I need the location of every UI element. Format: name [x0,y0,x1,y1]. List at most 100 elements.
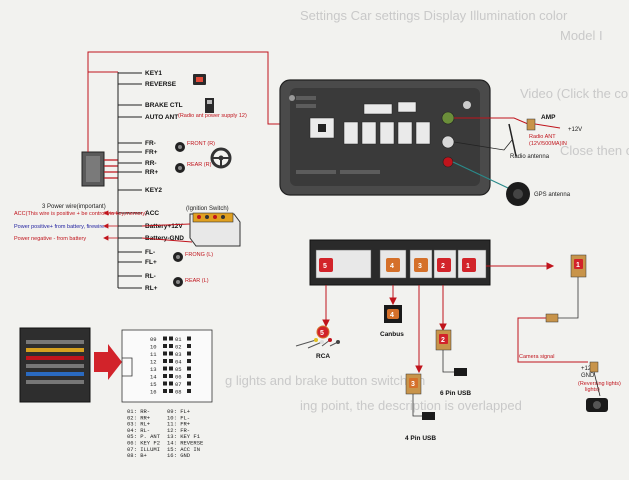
pin-hole [169,336,173,341]
pin-hole [187,389,191,393]
pin-number: 05 [175,366,182,373]
label-key2: KEY2 [145,187,162,194]
canbus-item: 4 Canbus [380,305,404,338]
pin-table-row: 01: RR- [127,408,150,415]
label-acc: ACC [145,210,159,217]
pin-hole [169,366,173,371]
badge-3: 3 [414,258,428,272]
label-reversing-lights-2: lights) [585,387,600,393]
canbus-port [379,249,407,279]
pin-number: 01 [175,336,182,343]
badge-text: 1 [576,262,580,269]
badge-text: 3 [418,263,422,270]
pin-number: 02 [175,344,182,351]
badge-5: 5 [319,258,333,272]
main-harness: KEY1 REVERSE BRAKE CTL AUTO ANT (Radio a… [14,51,292,292]
label-front-r: FRONT (R) [187,141,215,147]
note-arrows [103,210,118,241]
badge-text: 4 [390,312,394,319]
pin-table-row: 09: FL+ [167,408,190,415]
label-amp-12v: +12V [568,127,582,133]
label-amp: AMP [541,114,556,121]
battery-icon [189,212,241,247]
pin-hole [163,381,167,386]
head-unit [279,79,491,196]
connector-strip: 5 4 3 2 1 [309,239,491,286]
pin-table-row: 15: ACC IN [167,446,200,453]
gps-port [442,156,454,168]
pin-table: 01: RR-02: RR+03: RL+04: RL-05: P. ANT06… [127,408,204,459]
pin-number: 09 [150,336,157,343]
steering-wheel-icon [210,147,232,169]
pin-hole [187,336,191,341]
pin-hole [163,359,167,363]
camera-signal-wire [517,317,588,363]
label-radio-ant: Radio ANT [529,134,556,140]
label-rl-plus: RL+ [145,285,158,292]
label-auto-ant-note: (Radio ant power supply 12) [178,113,247,119]
label-power-positive-note: Power positive+ from battery, firewire. [14,224,106,230]
pin-hole [163,336,167,341]
pin-table-row: 03: RL+ [127,421,150,428]
arrow-right-icon [94,344,122,380]
pin-table-row: 11: FR+ [167,421,190,428]
label-battery-12v: Battery+12V [145,223,183,230]
brake-switch-icon [205,98,214,113]
pin-number: 13 [150,366,157,373]
pin-table-row: 13: KEY F1 [167,433,201,440]
amp-connector [526,118,536,131]
ghost-line-4: Close then other modes... open this func… [560,143,629,158]
radio-antenna-icon [508,123,517,157]
harness-wires [118,72,142,289]
pin-table-row: 04: RL- [127,427,150,434]
pin-hole [187,359,191,363]
pin-number: 16 [150,389,157,396]
pin-number: 10 [150,344,157,351]
badge-text: 5 [320,330,324,337]
ghost-line-6: g lights and brake button switch on [225,373,425,388]
badge-text: 1 [466,263,470,270]
label-gps-antenna: GPS antenna [534,192,571,198]
harness-port [318,124,326,132]
label-radio-ant-spec: (12V/500MA)IN [529,141,567,147]
label-reversing-lights: (Reversing lights) [578,381,621,387]
pin-hole [169,344,173,348]
camera-connector [545,313,559,323]
badge-text: 2 [441,337,445,344]
pin-hole [169,374,173,378]
screw-icon [463,101,471,109]
pin-hole [169,381,173,386]
pin-number: 08 [175,389,182,396]
label-power-wire: 3 Power wire(important) [42,204,106,210]
pin-number: 03 [175,351,182,358]
pin-hole [169,351,173,356]
label-ignition: (Ignition Switch) [186,206,229,212]
head-unit-vents [296,96,380,174]
pin-table-right: 09: FL+10: FL-11: FR+12: FR-13: KEY F114… [167,408,204,459]
label-cam-12v: +12V [581,366,595,372]
harness-plug-face [86,156,100,182]
badge-text: 2 [441,263,445,270]
label-usb4: 4 Pin USB [405,435,436,442]
pin-number: 06 [175,374,182,381]
label-rr-minus: RR- [145,160,157,167]
badge-1: 1 [462,258,476,272]
pin-diagram-notch [122,357,133,377]
pin-hole [163,374,167,378]
reverse-lamp-icon [193,74,206,85]
label-key1: KEY1 [145,70,162,77]
pin-hole [187,366,191,371]
pin-table-row: 05: P. ANT [127,433,161,440]
label-power-negative-note: Power negative - from battery [14,236,86,242]
label-camera-signal: Camera signal [519,354,554,360]
background-text: Settings Car settings Display Illuminati… [225,8,629,413]
plug-wires [104,159,118,179]
pin-hole [187,381,191,386]
label-radio-antenna: Radio antenna [510,154,550,160]
amp-port [441,111,455,125]
pin-hole [169,389,173,393]
iso-plug [19,327,122,403]
pin-table-row: 02: RR+ [127,414,150,421]
